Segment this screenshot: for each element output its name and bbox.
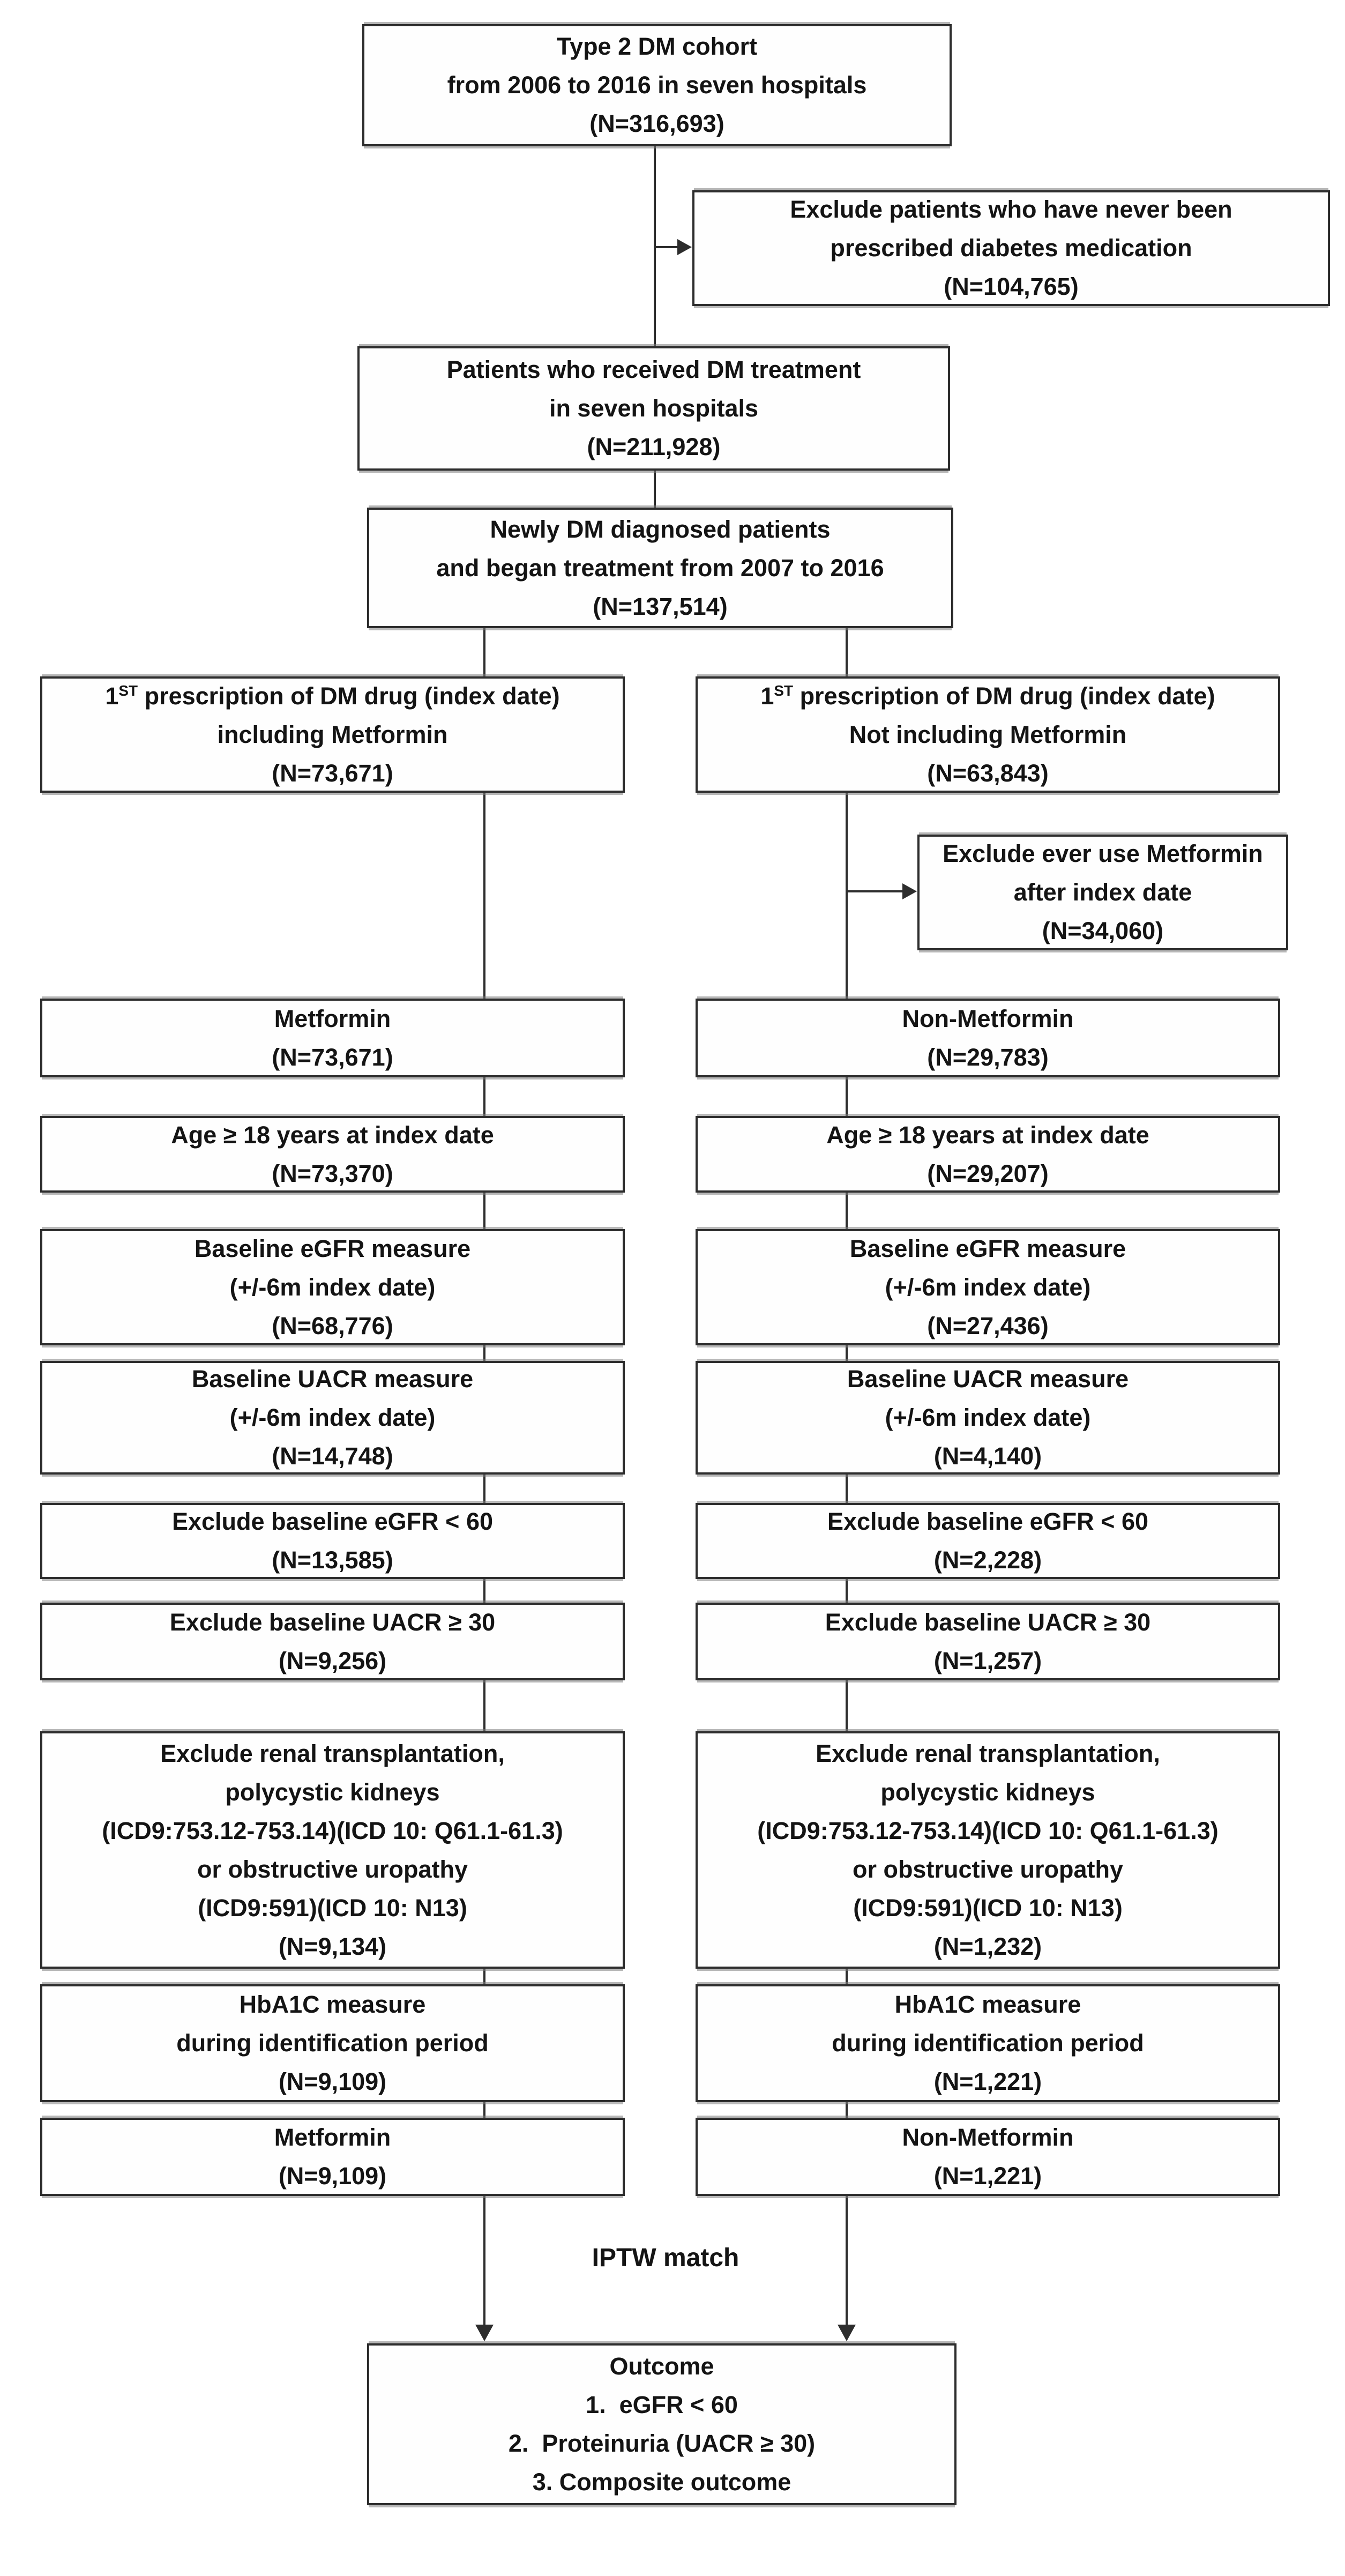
box-exclude-uacr-ge30-metformin: Exclude baseline UACR ≥ 30 (N=9,256) (40, 1603, 625, 1680)
box-newly-diagnosed: Newly DM diagnosed patients and began tr… (367, 508, 953, 628)
connector-rxmet-to-met1 (483, 793, 485, 999)
box-baseline-egfr-non-metformin: Baseline eGFR measure (+/-6m index date)… (696, 1229, 1280, 1345)
box-baseline-uacr-metformin: Baseline UACR measure (+/-6m index date)… (40, 1361, 625, 1475)
box-hba1c-non-metformin: HbA1C measure during identification peri… (696, 1984, 1280, 2102)
connector-uacr-to-exegfr-l (483, 1475, 485, 1503)
box-outcome: Outcome 1. eGFR < 60 2. Proteinuria (UAC… (367, 2343, 957, 2505)
connector-renal-to-hba1c-r (846, 1969, 848, 1984)
connector-met1-to-age-l (483, 1077, 485, 1116)
label-iptw-match: IPTW match (592, 2244, 739, 2272)
box-baseline-egfr-metformin: Baseline eGFR measure (+/-6m index date)… (40, 1229, 625, 1345)
box-exclude-never-prescribed: Exclude patients who have never been pre… (692, 190, 1330, 306)
connector-to-exclude-never (655, 246, 681, 248)
box-hba1c-metformin: HbA1C measure during identification peri… (40, 1984, 625, 2102)
connector-exuacr-to-renal-r (846, 1680, 848, 1731)
connector-hba1c-to-met2 (483, 2102, 485, 2118)
box-type2-dm-cohort: Type 2 DM cohort from 2006 to 2016 in se… (362, 24, 952, 146)
box-exclude-renal-non-metformin: Exclude renal transplantation, polycysti… (696, 1731, 1280, 1969)
arrowhead-outcome-right (838, 2325, 856, 2341)
box-exclude-ever-use-metformin: Exclude ever use Metformin after index d… (917, 835, 1288, 950)
box-exclude-egfr-lt60-non-metformin: Exclude baseline eGFR < 60 (N=2,228) (696, 1503, 1280, 1579)
box-exclude-uacr-ge30-non-metformin: Exclude baseline UACR ≥ 30 (N=1,257) (696, 1603, 1280, 1680)
box-first-rx-including-metformin: 1ST prescription of DM drug (index date)… (40, 676, 625, 793)
connector-to-exclude-ever-met (848, 890, 903, 892)
box-non-metformin-final: Non-Metformin (N=1,221) (696, 2118, 1280, 2196)
connector-rxnonmet-to-nonmet1 (846, 793, 848, 999)
connector-exegfr-to-exuacr-l (483, 1579, 485, 1603)
connector-age-to-egfr-l (483, 1193, 485, 1229)
connector-renal-to-hba1c-l (483, 1969, 485, 1984)
box-metformin-final: Metformin (N=9,109) (40, 2118, 625, 2196)
connector-egfr-to-uacr-r (846, 1345, 848, 1361)
connector-newly-to-rx-nonmet (846, 628, 848, 676)
arrowhead-outcome-left (475, 2325, 494, 2341)
connector-uacr-to-exegfr-r (846, 1475, 848, 1503)
arrowhead-exclude-never (677, 239, 692, 255)
box-first-rx-not-including-metformin: 1ST prescription of DM drug (index date)… (696, 676, 1280, 793)
connector-hba1c-to-nonmet2 (846, 2102, 848, 2118)
connector-received-to-newly (654, 471, 656, 508)
box-exclude-renal-metformin: Exclude renal transplantation, polycysti… (40, 1731, 625, 1969)
arrowhead-exclude-ever-met (902, 883, 917, 899)
connector-nonmet2-to-outcome (846, 2196, 848, 2326)
box-metformin-group: Metformin (N=73,671) (40, 999, 625, 1077)
connector-nonmet1-to-age-r (846, 1077, 848, 1116)
box-exclude-egfr-lt60-metformin: Exclude baseline eGFR < 60 (N=13,585) (40, 1503, 625, 1579)
box-baseline-uacr-non-metformin: Baseline UACR measure (+/-6m index date)… (696, 1361, 1280, 1475)
box-received-dm-treatment: Patients who received DM treatment in se… (357, 346, 950, 471)
box-non-metformin-group: Non-Metformin (N=29,783) (696, 999, 1280, 1077)
connector-egfr-to-uacr-l (483, 1345, 485, 1361)
connector-exegfr-to-exuacr-r (846, 1579, 848, 1603)
connector-age-to-egfr-r (846, 1193, 848, 1229)
box-age-18-non-metformin: Age ≥ 18 years at index date (N=29,207) (696, 1116, 1280, 1193)
connector-met2-to-outcome (483, 2196, 485, 2326)
connector-exuacr-to-renal-l (483, 1680, 485, 1731)
connector-newly-to-rx-met (483, 628, 485, 676)
box-age-18-metformin: Age ≥ 18 years at index date (N=73,370) (40, 1116, 625, 1193)
